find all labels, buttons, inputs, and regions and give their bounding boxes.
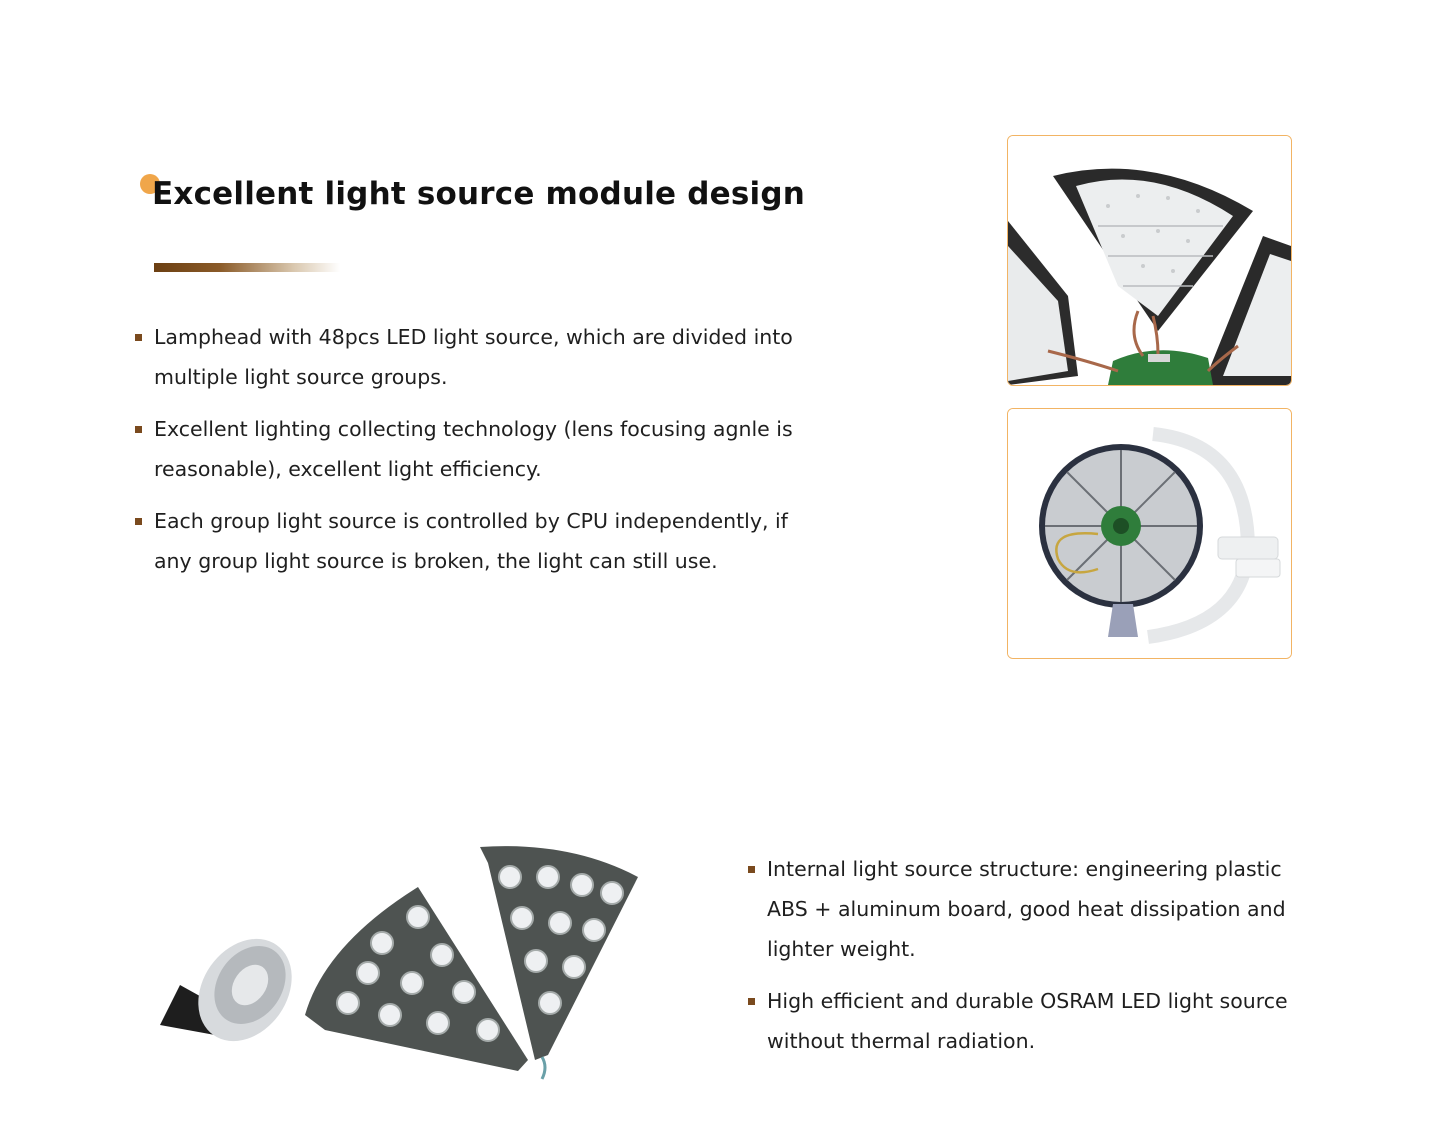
list-item-text: Excellent lighting collecting technology… [154, 417, 793, 481]
title-underline-bar [154, 263, 340, 272]
lamphead-full-photo [1007, 408, 1292, 659]
square-bullet-icon [748, 866, 755, 873]
led-modules-photo [150, 835, 650, 1089]
list-item-text: Lamphead with 48pcs LED light source, wh… [154, 325, 793, 389]
title-dot-icon [140, 174, 160, 194]
list-item: Excellent lighting collecting technology… [135, 409, 825, 489]
led-module-closeup-photo [1007, 135, 1292, 386]
square-bullet-icon [748, 998, 755, 1005]
list-item-text: High efficient and durable OSRAM LED lig… [767, 989, 1288, 1053]
square-bullet-icon [135, 334, 142, 341]
square-bullet-icon [135, 426, 142, 433]
section-title: Excellent light source module design [152, 176, 806, 212]
list-item: Lamphead with 48pcs LED light source, wh… [135, 317, 825, 397]
feature-list-top: Lamphead with 48pcs LED light source, wh… [135, 317, 825, 593]
list-item-text: Internal light source structure: enginee… [767, 857, 1286, 961]
list-item: Internal light source structure: enginee… [748, 849, 1328, 969]
list-item: High efficient and durable OSRAM LED lig… [748, 981, 1328, 1061]
square-bullet-icon [135, 518, 142, 525]
list-item: Each group light source is controlled by… [135, 501, 825, 581]
list-item-text: Each group light source is controlled by… [154, 509, 788, 573]
feature-list-bottom: Internal light source structure: enginee… [748, 849, 1328, 1073]
